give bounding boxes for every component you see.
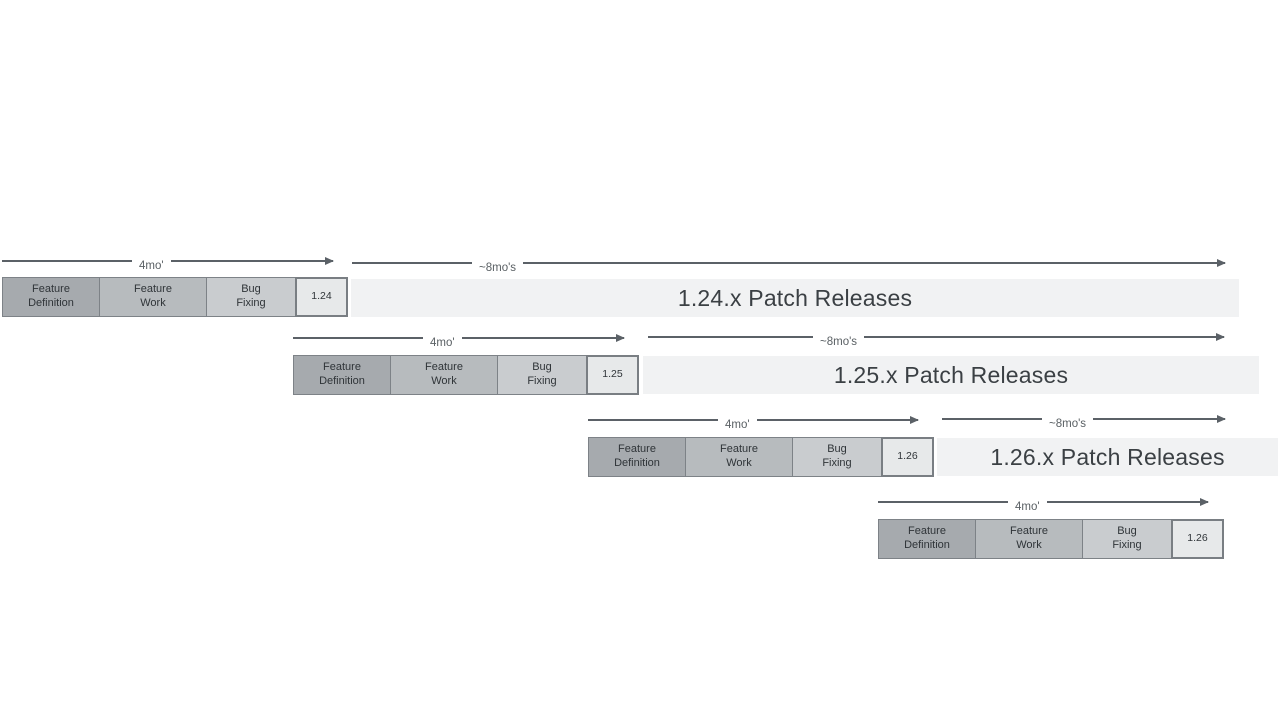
phase-bug-fixing: Bug Fixing [497, 355, 587, 395]
release-cycle-row-1-25: Feature Definition Feature Work Bug Fixi… [293, 355, 639, 395]
dev-duration-label: 4mo' [725, 419, 750, 432]
arrow-head-line [864, 333, 1225, 341]
patch-duration-arrow-1-25: ~8mo's [648, 329, 1225, 348]
arrow-line [588, 419, 718, 421]
phase-feature-work: Feature Work [390, 355, 498, 395]
dev-duration-label: 4mo' [1015, 501, 1040, 514]
patch-duration-label: ~8mo's [1049, 418, 1087, 431]
version-box: 1.26 [881, 437, 934, 477]
patch-duration-arrow-1-24: ~8mo's [352, 255, 1226, 274]
version-box: 1.26 [1171, 519, 1224, 559]
arrow-line [293, 337, 423, 339]
arrow-head-line [461, 334, 626, 342]
phase-feature-work: Feature Work [685, 437, 793, 477]
phase-feature-definition: Feature Definition [878, 519, 976, 559]
phase-feature-definition: Feature Definition [2, 277, 100, 317]
arrow-line [942, 418, 1042, 420]
patch-releases-bar-1-25: 1.25.x Patch Releases [643, 356, 1259, 394]
arrow-line [878, 501, 1008, 503]
version-box: 1.25 [586, 355, 639, 395]
version-box: 1.24 [295, 277, 348, 317]
arrow-head-line [1046, 498, 1210, 506]
dev-duration-arrow-1-25: 4mo' [293, 330, 626, 349]
release-cycle-row-1-26: Feature Definition Feature Work Bug Fixi… [588, 437, 934, 477]
phase-bug-fixing: Bug Fixing [792, 437, 882, 477]
phase-feature-definition: Feature Definition [293, 355, 391, 395]
release-cycle-row-1-24: Feature Definition Feature Work Bug Fixi… [2, 277, 348, 317]
phase-feature-work: Feature Work [99, 277, 207, 317]
phase-bug-fixing: Bug Fixing [206, 277, 296, 317]
release-cycle-row-next: Feature Definition Feature Work Bug Fixi… [878, 519, 1224, 559]
arrow-head-line [756, 416, 920, 424]
arrow-head-line [523, 259, 1226, 267]
arrow-line [352, 262, 472, 264]
patch-duration-label: ~8mo's [820, 336, 858, 349]
patch-releases-bar-1-26: 1.26.x Patch Releases [937, 438, 1278, 476]
patch-duration-label: ~8mo's [479, 262, 517, 275]
patch-releases-bar-1-24: 1.24.x Patch Releases [351, 279, 1239, 317]
phase-bug-fixing: Bug Fixing [1082, 519, 1172, 559]
arrow-head-line [1093, 415, 1226, 423]
dev-duration-arrow-1-26: 4mo' [588, 412, 920, 431]
phase-feature-definition: Feature Definition [588, 437, 686, 477]
dev-duration-label: 4mo' [430, 337, 455, 350]
patch-duration-arrow-1-26: ~8mo's [942, 411, 1226, 430]
arrow-line [2, 260, 132, 262]
arrow-head-line [170, 257, 335, 265]
dev-duration-arrow-1-24: 4mo' [2, 253, 335, 272]
dev-duration-arrow-next: 4mo' [878, 494, 1210, 513]
phase-feature-work: Feature Work [975, 519, 1083, 559]
dev-duration-label: 4mo' [139, 260, 164, 273]
arrow-line [648, 336, 813, 338]
